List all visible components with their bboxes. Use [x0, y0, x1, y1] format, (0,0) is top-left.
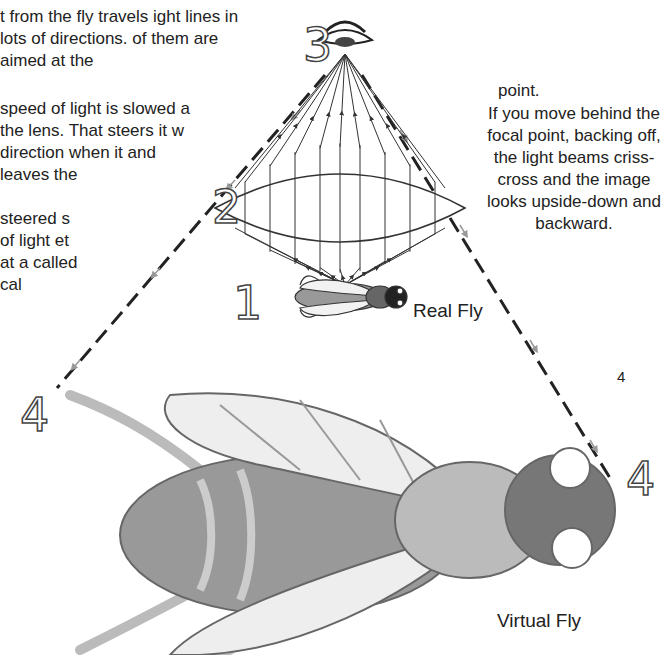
fly-label: Virtual Fly	[497, 610, 581, 632]
callout-number: 1	[233, 280, 262, 326]
callout-number: 4	[20, 392, 49, 438]
note-text: point.	[498, 80, 578, 102]
light-ray	[235, 54, 445, 285]
note-text: speed of light is slowed a the lens. Tha…	[0, 98, 205, 186]
callout-number: 4	[626, 456, 655, 502]
callout-number: 3	[303, 22, 332, 68]
fly-label: Real Fly	[413, 300, 483, 322]
real-fly	[295, 276, 407, 317]
note-text: steered s of light et at a called cal	[0, 208, 82, 296]
lens-line	[245, 143, 435, 272]
note-text: If you move behind the focal point, back…	[478, 103, 670, 235]
note-text: t from the fly travels ight lines in lot…	[0, 6, 248, 72]
page-number: 4	[617, 366, 625, 388]
virtual-fly	[70, 393, 615, 655]
callout-number: 2	[212, 184, 241, 230]
